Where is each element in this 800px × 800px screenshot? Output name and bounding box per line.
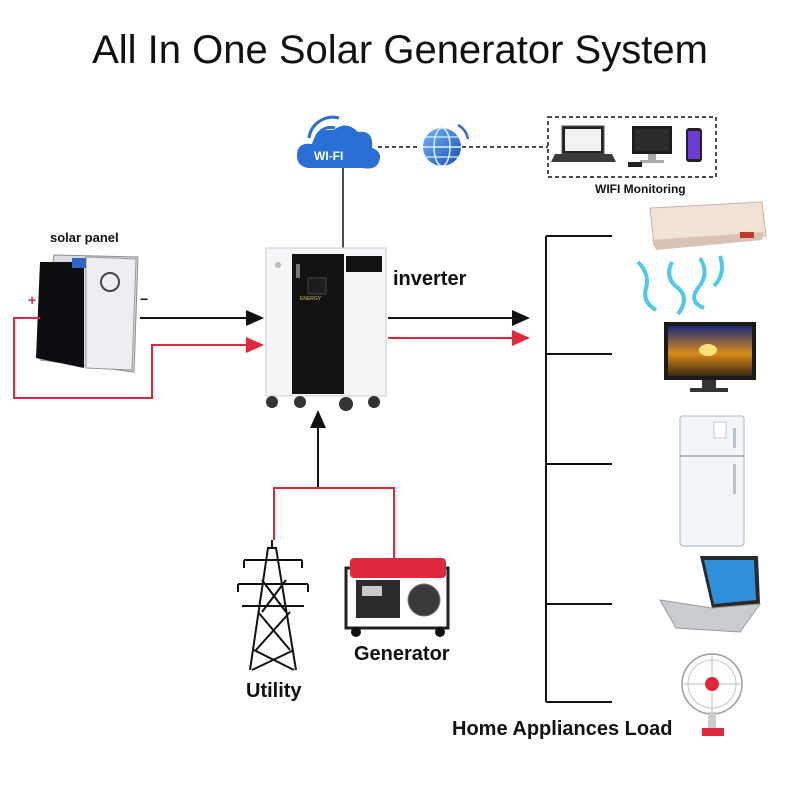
- svg-text:ENERGY: ENERGY: [300, 296, 322, 302]
- power-tower-icon: [237, 540, 309, 671]
- home-appliances-load-label: Home Appliances Load: [452, 718, 673, 740]
- smartphone-icon: [686, 128, 702, 162]
- wifi-monitoring-box: [547, 116, 717, 178]
- air-conditioner-icon: [636, 201, 767, 316]
- wheel-icon: [266, 396, 278, 408]
- negative-terminal-label: −: [140, 291, 149, 307]
- refrigerator-icon: [679, 415, 745, 547]
- generator-label: Generator: [354, 643, 450, 665]
- wifi-monitoring-label: WIFI Monitoring: [595, 182, 686, 196]
- solar-positive-wire: [13, 317, 264, 399]
- load-bus: [545, 235, 612, 703]
- globe-icon: [423, 123, 470, 167]
- utility-label: Utility: [246, 680, 302, 702]
- inverter-cabinet: ENERGY: [265, 247, 387, 411]
- solar-panel-label: solar panel: [50, 230, 119, 245]
- electric-fan-icon: [681, 653, 743, 736]
- laptop-icon: [659, 556, 762, 633]
- wifi-cloud-icon: [296, 115, 380, 169]
- page-title: All In One Solar Generator System: [92, 28, 708, 72]
- grid-input-wire: [273, 487, 395, 560]
- wifi-badge-label: WI-FI: [314, 149, 344, 163]
- solar-panel-icon: [36, 254, 139, 373]
- generator-icon: [344, 558, 450, 637]
- positive-terminal-label: +: [28, 292, 37, 308]
- television-icon: [664, 322, 756, 392]
- desktop-monitor-icon: [628, 126, 672, 167]
- inverter-label: inverter: [393, 268, 467, 290]
- laptop-icon: [551, 125, 616, 162]
